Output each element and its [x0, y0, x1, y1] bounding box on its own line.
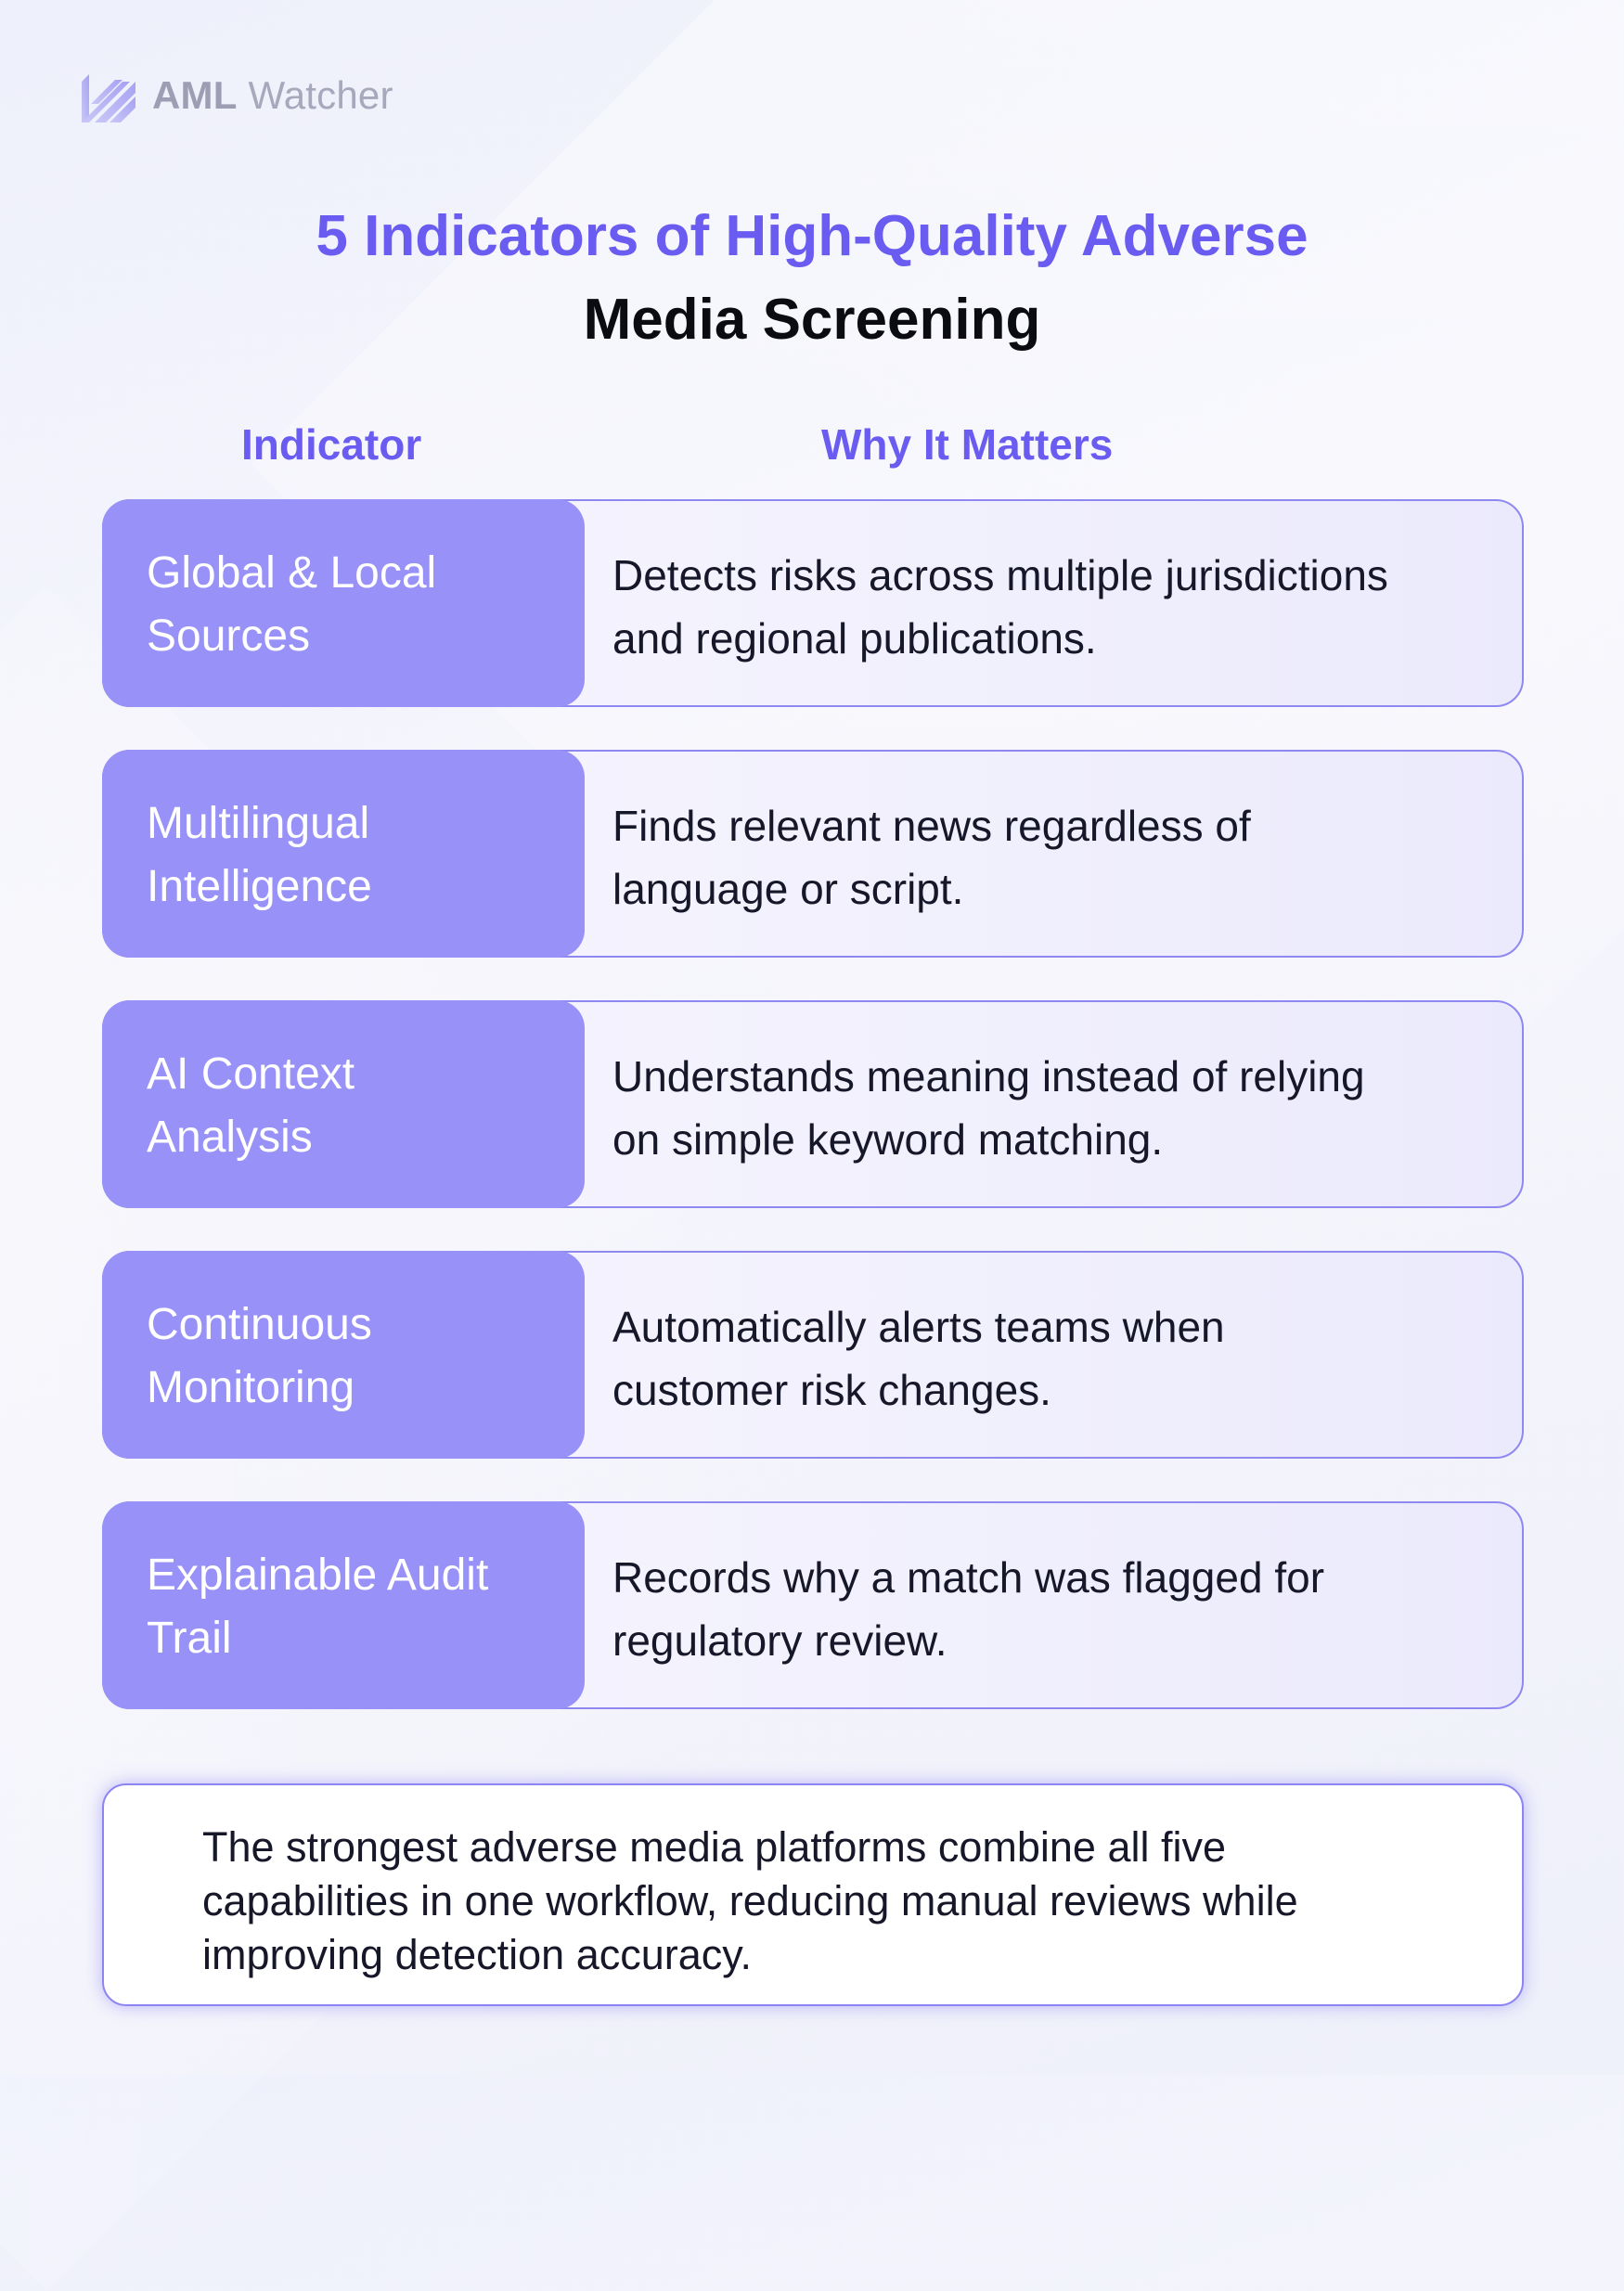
indicator-label: AI Context: [147, 1049, 355, 1099]
why-it-matters-cell: Detects risks across multiple jurisdicti…: [612, 544, 1485, 670]
table-row: Multilingual Intelligence Finds relevant…: [102, 750, 1524, 958]
summary-callout: The strongest adverse media platforms co…: [102, 1783, 1524, 2006]
indicator-label: Sources: [147, 611, 311, 661]
indicator-cell: Global & Local Sources: [102, 499, 585, 707]
indicator-cell: AI Context Analysis: [102, 1000, 585, 1208]
why-text: on simple keyword matching.: [612, 1115, 1164, 1164]
indicator-label: Explainable Audit: [147, 1551, 489, 1600]
indicator-label: Global & Local: [147, 548, 437, 598]
indicator-label: Continuous: [147, 1300, 372, 1349]
why-it-matters-cell: Automatically alerts teams when customer…: [612, 1295, 1485, 1422]
table-row: Global & Local Sources Detects risks acr…: [102, 499, 1524, 707]
why-text: language or script.: [612, 865, 964, 913]
why-text: Understands meaning instead of relying: [612, 1052, 1365, 1100]
indicator-cell: Continuous Monitoring: [102, 1251, 585, 1459]
page-title-line-2: Media Screening: [583, 288, 1041, 352]
why-text: customer risk changes.: [612, 1366, 1051, 1414]
column-header-why-it-matters: Why It Matters: [821, 420, 1114, 469]
column-header-indicator: Indicator: [241, 420, 422, 469]
brand-name-bold: AML: [152, 73, 238, 117]
why-it-matters-cell: Records why a match was flagged for regu…: [612, 1546, 1485, 1672]
why-text: Detects risks across multiple jurisdicti…: [612, 551, 1388, 599]
indicator-cell: Multilingual Intelligence: [102, 750, 585, 958]
brand-logo: AML Watcher: [82, 69, 393, 122]
page-title-line-1: 5 Indicators of High-Quality Adverse: [316, 204, 1308, 268]
indicator-cell: Explainable Audit Trail: [102, 1501, 585, 1709]
why-text: Automatically alerts teams when: [612, 1303, 1225, 1351]
striped-diagonal-logo-icon: [82, 74, 135, 122]
table-row: Continuous Monitoring Automatically aler…: [102, 1251, 1524, 1459]
indicator-label: Multilingual: [147, 799, 370, 848]
summary-text: The strongest adverse media platforms co…: [202, 1823, 1227, 1871]
indicator-label: Trail: [147, 1614, 232, 1663]
summary-text: improving detection accuracy.: [202, 1931, 752, 1978]
indicator-label: Analysis: [147, 1113, 313, 1162]
why-text: and regional publications.: [612, 614, 1097, 663]
brand-name: AML Watcher: [152, 73, 393, 118]
indicator-label: Intelligence: [147, 862, 372, 911]
why-text: Records why a match was flagged for: [612, 1553, 1325, 1602]
table-row: Explainable Audit Trail Records why a ma…: [102, 1501, 1524, 1709]
summary-text: capabilities in one workflow, reducing m…: [202, 1877, 1298, 1924]
indicator-label: Monitoring: [147, 1363, 355, 1412]
table-row: AI Context Analysis Understands meaning …: [102, 1000, 1524, 1208]
why-it-matters-cell: Understands meaning instead of relying o…: [612, 1045, 1485, 1171]
why-text: Finds relevant news regardless of: [612, 802, 1251, 850]
why-text: regulatory review.: [612, 1616, 947, 1665]
brand-name-light: Watcher: [248, 73, 393, 117]
why-it-matters-cell: Finds relevant news regardless of langua…: [612, 794, 1485, 920]
